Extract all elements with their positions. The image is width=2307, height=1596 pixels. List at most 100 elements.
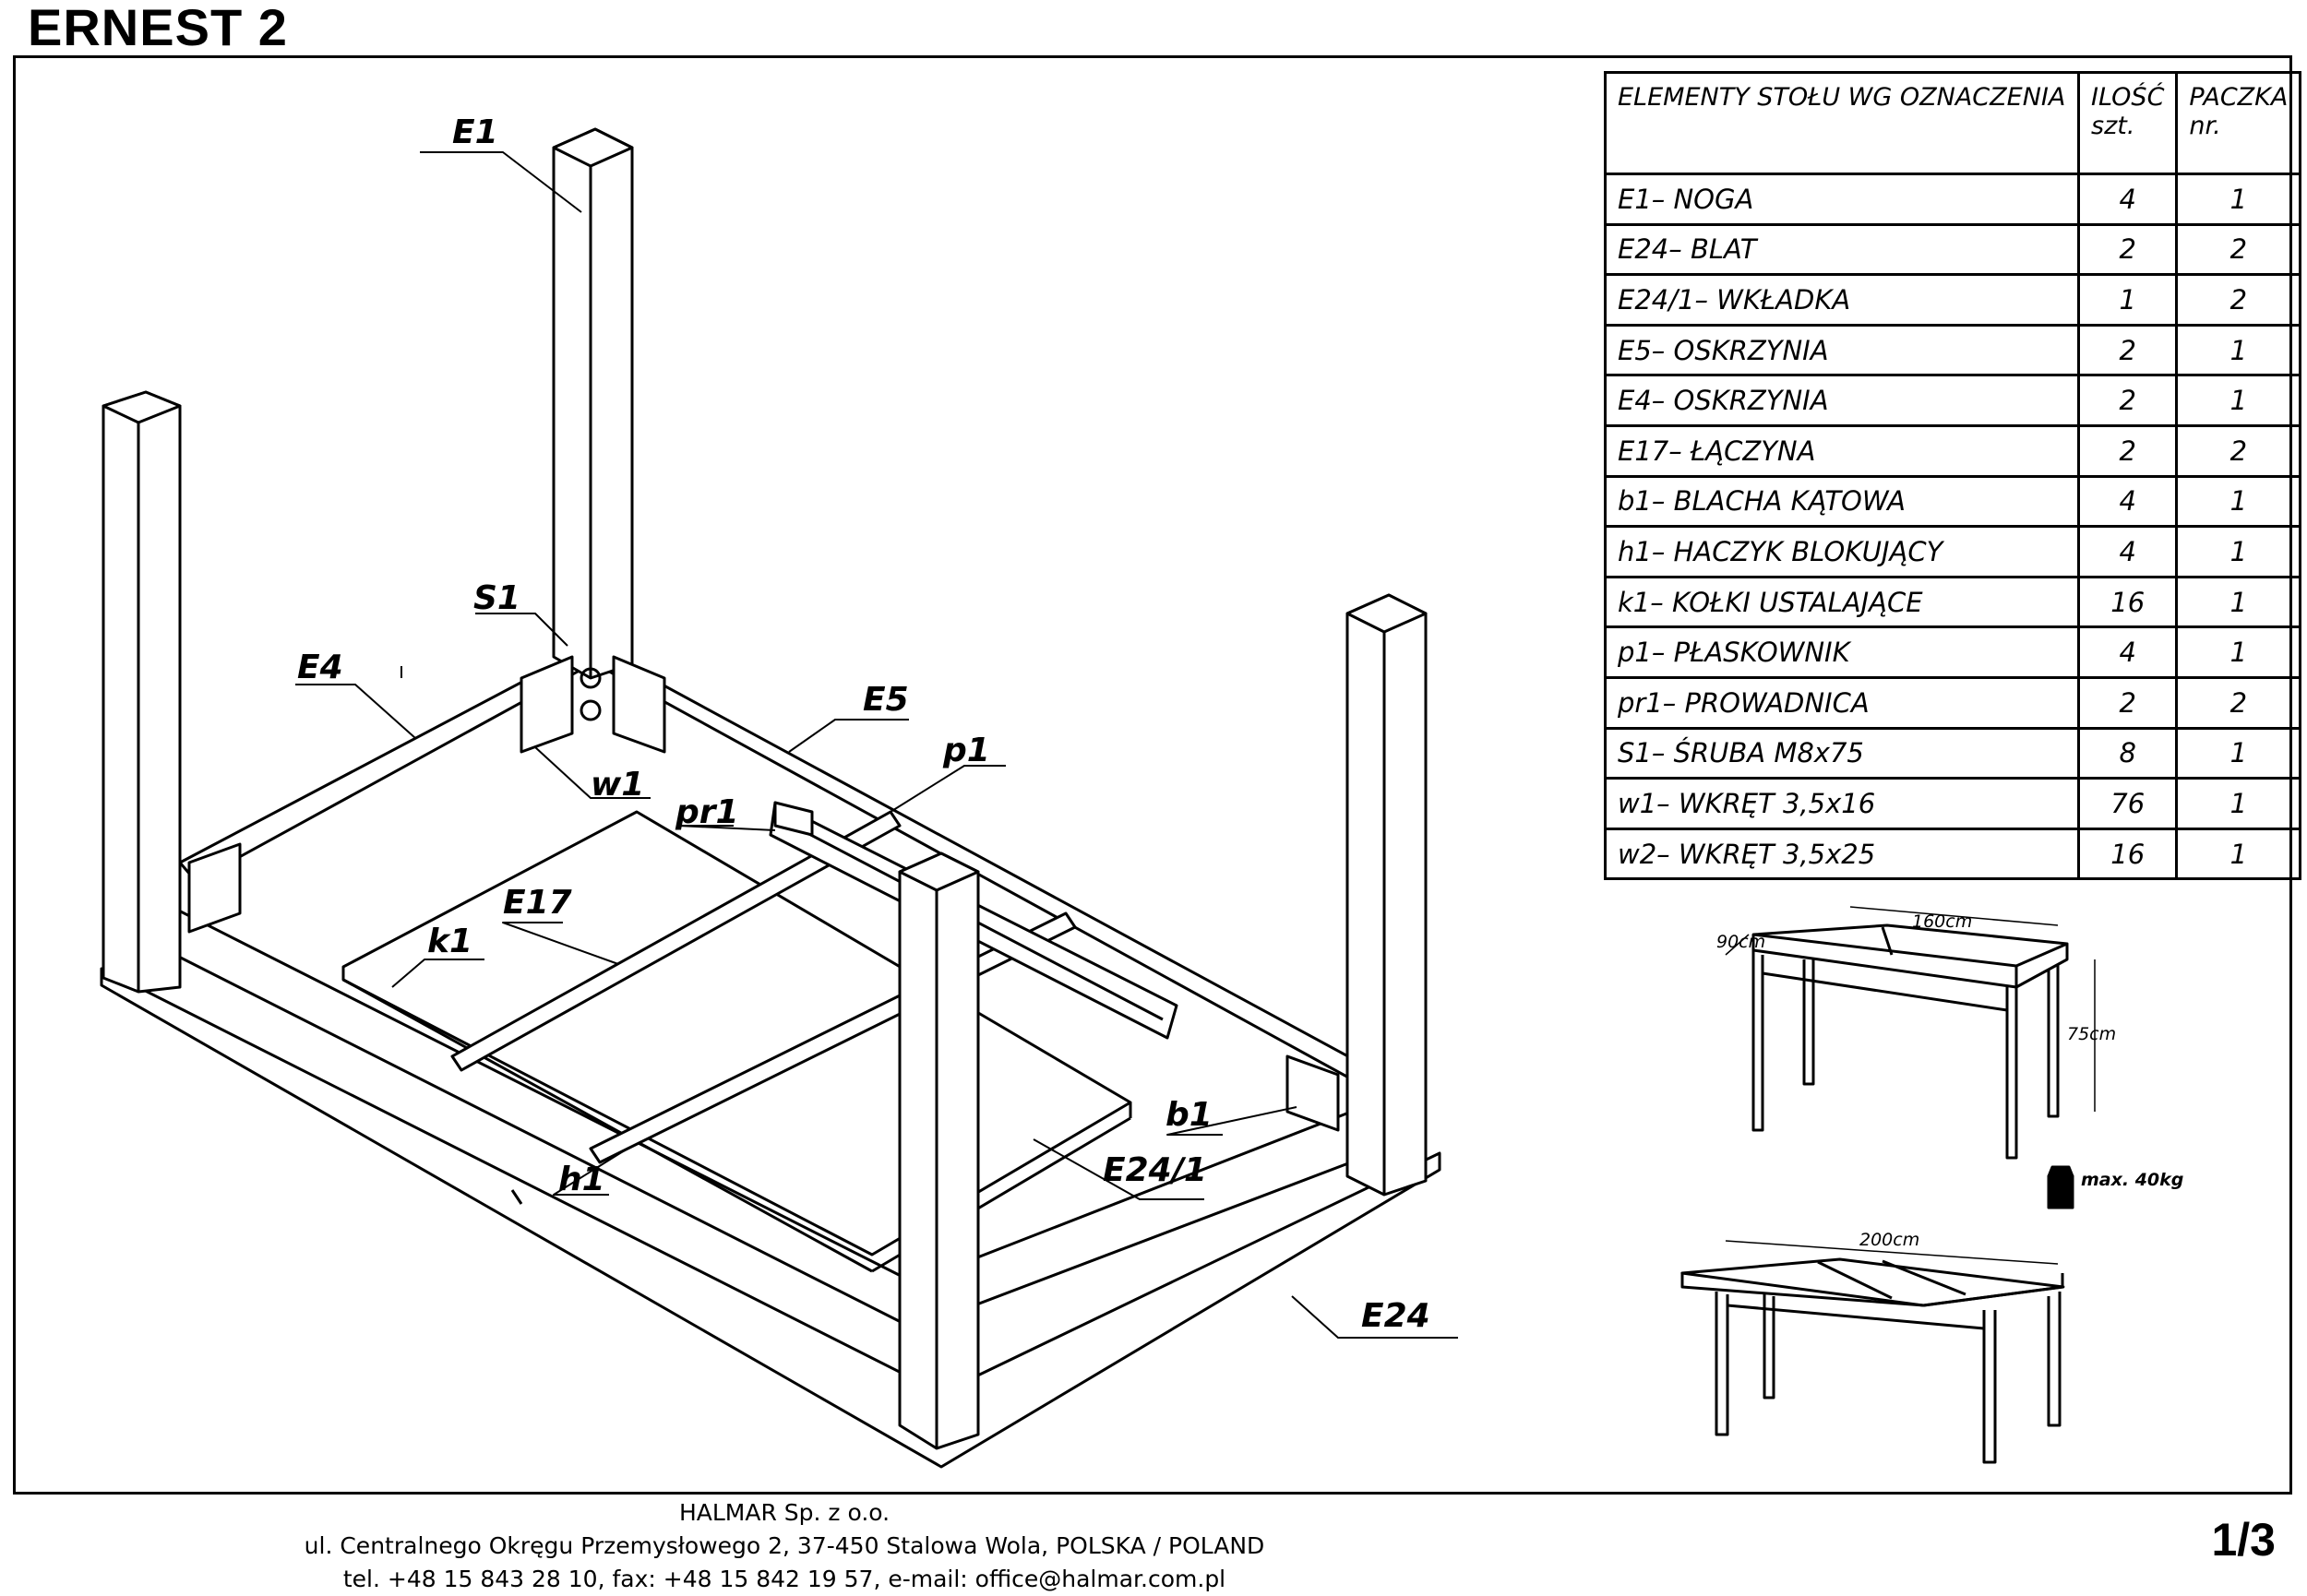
part-name: w1– WKRĘT 3,5x16 — [1604, 777, 2080, 830]
callout-b1: b1 — [1165, 1096, 1213, 1134]
part-name: E17– ŁĄCZYNA — [1604, 423, 2080, 478]
footer-company: HALMAR Sp. z o.o. — [678, 1499, 891, 1526]
dimension-length-open: 200cm — [1859, 1230, 1919, 1250]
part-name: h1– HACZYK BLOKUJĄCY — [1604, 525, 2080, 578]
extended-table-sketch — [1680, 1257, 2065, 1464]
part-qty: 2 — [2076, 222, 2179, 277]
part-name: pr1– PROWADNICA — [1604, 675, 2080, 730]
callout-S1: S1 — [473, 579, 520, 617]
extended-length-dimension-line — [1725, 1240, 2059, 1265]
part-name: E5– OSKRZYNIA — [1604, 323, 2080, 377]
closed-table-sketch — [1751, 923, 2069, 1160]
document-title: ERNEST 2 — [28, 0, 288, 56]
table-legs — [102, 127, 1428, 1450]
part-qty: 2 — [2076, 675, 2179, 730]
part-pack: 2 — [2175, 273, 2302, 327]
part-qty: 8 — [2076, 726, 2179, 780]
part-name: E24– BLAT — [1604, 222, 2080, 277]
part-qty: 2 — [2076, 323, 2179, 377]
part-name: E24/1– WKŁADKA — [1604, 273, 2080, 327]
part-pack: 1 — [2175, 777, 2302, 830]
part-pack: 1 — [2175, 474, 2302, 529]
callout-E5: E5 — [863, 681, 909, 719]
part-pack: 1 — [2175, 575, 2302, 629]
part-qty: 4 — [2076, 474, 2179, 529]
part-pack: 2 — [2175, 675, 2302, 730]
part-qty: 4 — [2076, 625, 2179, 679]
part-qty: 2 — [2076, 374, 2179, 427]
header-elements: ELEMENTY STOŁU WG OZNACZENIA — [1604, 71, 2080, 175]
part-qty: 4 — [2076, 525, 2179, 578]
header-quantity-line2: szt. — [2091, 112, 2135, 140]
callout-E1: E1 — [452, 113, 498, 151]
dimension-depth: 90cm — [1716, 932, 1765, 952]
callout-p1: p1 — [942, 732, 990, 769]
callout-E4: E4 — [297, 649, 343, 686]
callout-k1: k1 — [427, 923, 472, 960]
page-number: 1/3 — [2211, 1514, 2276, 1566]
part-name: k1– KOŁKI USTALAJĄCE — [1604, 575, 2080, 629]
part-qty: 16 — [2076, 827, 2179, 881]
weight-icon — [2047, 1165, 2074, 1209]
dimension-length-closed: 160cm — [1912, 911, 1972, 932]
part-pack: 1 — [2175, 726, 2302, 780]
header-package-line1: PACZKA — [2189, 83, 2289, 112]
part-pack: 1 — [2175, 525, 2302, 578]
footer-address: ul. Centralnego Okręgu Przemysłowego 2, … — [304, 1532, 1265, 1559]
part-name: S1– ŚRUBA M8x75 — [1604, 726, 2080, 780]
callout-pr1: pr1 — [675, 793, 739, 831]
header-package-line2: nr. — [2189, 112, 2221, 140]
part-pack: 2 — [2175, 423, 2302, 478]
header-quantity-line1: ILOŚĆ — [2091, 83, 2165, 112]
callout-h1: h1 — [558, 1161, 605, 1198]
part-pack: 1 — [2175, 173, 2302, 226]
part-name: p1– PŁASKOWNIK — [1604, 625, 2080, 679]
assembly-drawing: E1 S1 E4 E5 w1 p1 pr1 E17 k1 b1 h1 E24/1… — [100, 113, 1458, 1469]
dimension-height: 75cm — [2067, 1024, 2116, 1044]
part-pack: 1 — [2175, 323, 2302, 377]
part-name: w2– WKRĘT 3,5x25 — [1604, 827, 2080, 881]
part-name: E1– NOGA — [1604, 173, 2080, 226]
part-qty: 4 — [2076, 173, 2179, 226]
part-pack: 1 — [2175, 625, 2302, 679]
closed-table-dimensions — [1725, 906, 2096, 1112]
part-name: b1– BLACHA KĄTOWA — [1604, 474, 2080, 529]
leader-lines — [295, 151, 1458, 1339]
corner-brackets — [187, 655, 1340, 1132]
part-pack: 1 — [2175, 827, 2302, 881]
part-qty: 2 — [2076, 423, 2179, 478]
guide-rail — [773, 801, 814, 837]
callout-E17: E17 — [503, 884, 572, 922]
callout-w1: w1 — [591, 766, 644, 804]
part-pack: 2 — [2175, 222, 2302, 277]
callout-E24: E24 — [1361, 1297, 1430, 1335]
part-qty: 1 — [2076, 273, 2179, 327]
part-name: E4– OSKRZYNIA — [1604, 374, 2080, 427]
footer: HALMAR Sp. z o.o. ul. Centralnego Okręgu… — [0, 1496, 1569, 1596]
max-load-label: max. 40kg — [2081, 1170, 2183, 1190]
footer-contact: tel. +48 15 843 28 10, fax: +48 15 842 1… — [342, 1566, 1226, 1592]
part-qty: 76 — [2076, 777, 2179, 830]
part-pack: 1 — [2175, 374, 2302, 427]
part-qty: 16 — [2076, 575, 2179, 629]
callout-E24-1: E24/1 — [1103, 1151, 1207, 1189]
dimension-sketches: 160cm 90cm 75cm max. 40kg 200cm — [1680, 906, 2183, 1464]
